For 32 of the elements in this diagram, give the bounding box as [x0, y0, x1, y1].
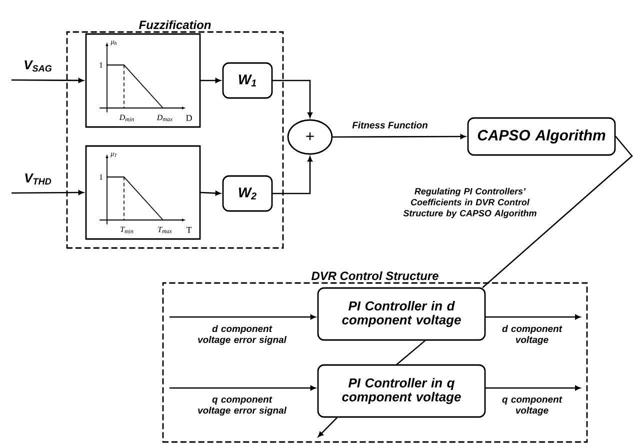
graph-box: [85, 145, 201, 240]
graph-box: [85, 33, 201, 128]
edge-label: d component voltage: [502, 325, 562, 345]
arrow: [318, 417, 338, 437]
process-box: PI Controller in q component voltage: [317, 364, 486, 418]
node-label: Fuzzification: [139, 20, 211, 30]
arrow: [11, 190, 84, 195]
edge-label: V$_{SAG}$: [24, 60, 52, 72]
summing-junction: +: [287, 119, 333, 155]
weight-box: W$_{1}$: [222, 62, 273, 99]
arrow: [169, 386, 316, 390]
edge-label: V$_{THD}$: [25, 173, 52, 184]
edge-label: q component voltage: [502, 396, 562, 416]
arrow: [200, 190, 221, 196]
annotation-text: Regulating PI Controllers’ Coefficients in DVR Control Structure by CAPSO Algorithm: [403, 188, 536, 218]
arrow: [485, 386, 580, 390]
process-box: CAPSO Algorithm: [467, 117, 616, 156]
arrow: [272, 156, 312, 194]
weight-box: W$_{2}$: [222, 175, 273, 212]
edge-label: q component voltage error signal: [198, 396, 287, 416]
node-label: DVR Control Structure: [311, 271, 438, 280]
arrow: [169, 314, 316, 320]
arrow: [485, 314, 580, 320]
process-box: PI Controller in d component voltage: [317, 287, 486, 341]
arrow: [272, 80, 312, 118]
edge-label: d component voltage error signal: [198, 325, 287, 345]
arrow: [11, 78, 84, 83]
edge-label: Fitness Function: [352, 122, 428, 128]
arrow: [200, 78, 221, 83]
axis-label: D: [186, 115, 192, 121]
axis-label: T: [186, 227, 192, 233]
arrow: [332, 134, 466, 139]
